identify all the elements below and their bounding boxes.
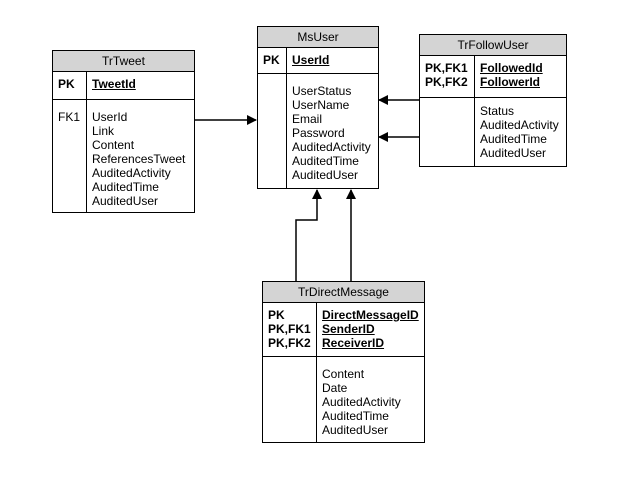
entity-trdirectmessage: TrDirectMessage PK PK,FK1 PK,FK2 DirectM… (262, 281, 425, 443)
key-label: FK1 (58, 110, 81, 124)
key-label: PK (263, 53, 280, 67)
key-field: FollowerId (480, 75, 540, 89)
key-label: PK,FK1 (268, 322, 311, 336)
entity-title: TrDirectMessage (263, 282, 424, 303)
entity-title: MsUser (258, 27, 378, 48)
key-field: ReceiverID (322, 336, 385, 350)
attribute: Password (292, 126, 345, 140)
attribute: AuditedUser (92, 194, 159, 208)
attribute: UserId (92, 110, 128, 124)
key-field: SenderID (322, 322, 375, 336)
attribute: Content (92, 138, 135, 152)
attribute: Content (322, 367, 365, 381)
primary-key-section: PK TweetId (53, 72, 194, 100)
key-label: PK (58, 77, 75, 91)
attributes-section: Status AuditedActivity AuditedTime Audit… (420, 98, 566, 167)
primary-key-section: PK PK,FK1 PK,FK2 DirectMessageID SenderI… (263, 303, 424, 357)
primary-key-section: PK,FK1 PK,FK2 FollowedId FollowerId (420, 56, 566, 98)
entity-msuser: MsUser PK UserId UserStatus UserName Ema… (257, 26, 379, 189)
entity-trtweet: TrTweet PK TweetId FK1 UserId Link Conte… (52, 50, 195, 213)
connector-trdirectmessage-msuser-1 (295, 189, 322, 281)
attribute: AuditedTime (322, 409, 389, 423)
attribute: AuditedActivity (322, 395, 401, 409)
attribute: Link (92, 124, 115, 138)
attribute: AuditedActivity (92, 166, 171, 180)
attributes-section: Content Date AuditedActivity AuditedTime… (263, 357, 424, 443)
attribute: AuditedActivity (292, 140, 371, 154)
attribute: AuditedUser (292, 168, 359, 182)
attribute: UserStatus (292, 84, 352, 98)
entity-trfollowuser: TrFollowUser PK,FK1 PK,FK2 FollowedId Fo… (419, 34, 567, 167)
attribute: Email (292, 112, 323, 126)
entity-title: TrTweet (53, 51, 194, 72)
attribute: AuditedUser (322, 423, 389, 437)
attribute: AuditedUser (480, 146, 547, 160)
key-label: PK,FK2 (268, 336, 311, 350)
entity-title: TrFollowUser (420, 35, 566, 56)
key-label: PK (268, 308, 285, 322)
attribute: UserName (292, 98, 350, 112)
attribute: ReferencesTweet (92, 152, 186, 166)
attributes-section: UserStatus UserName Email Password Audit… (258, 74, 378, 189)
key-field: DirectMessageID (322, 308, 419, 322)
key-field: TweetId (92, 77, 136, 91)
attribute: AuditedTime (92, 180, 159, 194)
attribute: Date (322, 381, 348, 395)
attribute: AuditedActivity (480, 118, 559, 132)
attributes-section: FK1 UserId Link Content ReferencesTweet … (53, 100, 194, 213)
key-label: PK,FK2 (425, 75, 468, 89)
primary-key-section: PK UserId (258, 48, 378, 74)
key-field: FollowedId (480, 61, 543, 75)
attribute: AuditedTime (292, 154, 359, 168)
attribute: Status (480, 104, 515, 118)
attribute: AuditedTime (480, 132, 547, 146)
key-label: PK,FK1 (425, 61, 468, 75)
key-field: UserId (292, 53, 330, 67)
